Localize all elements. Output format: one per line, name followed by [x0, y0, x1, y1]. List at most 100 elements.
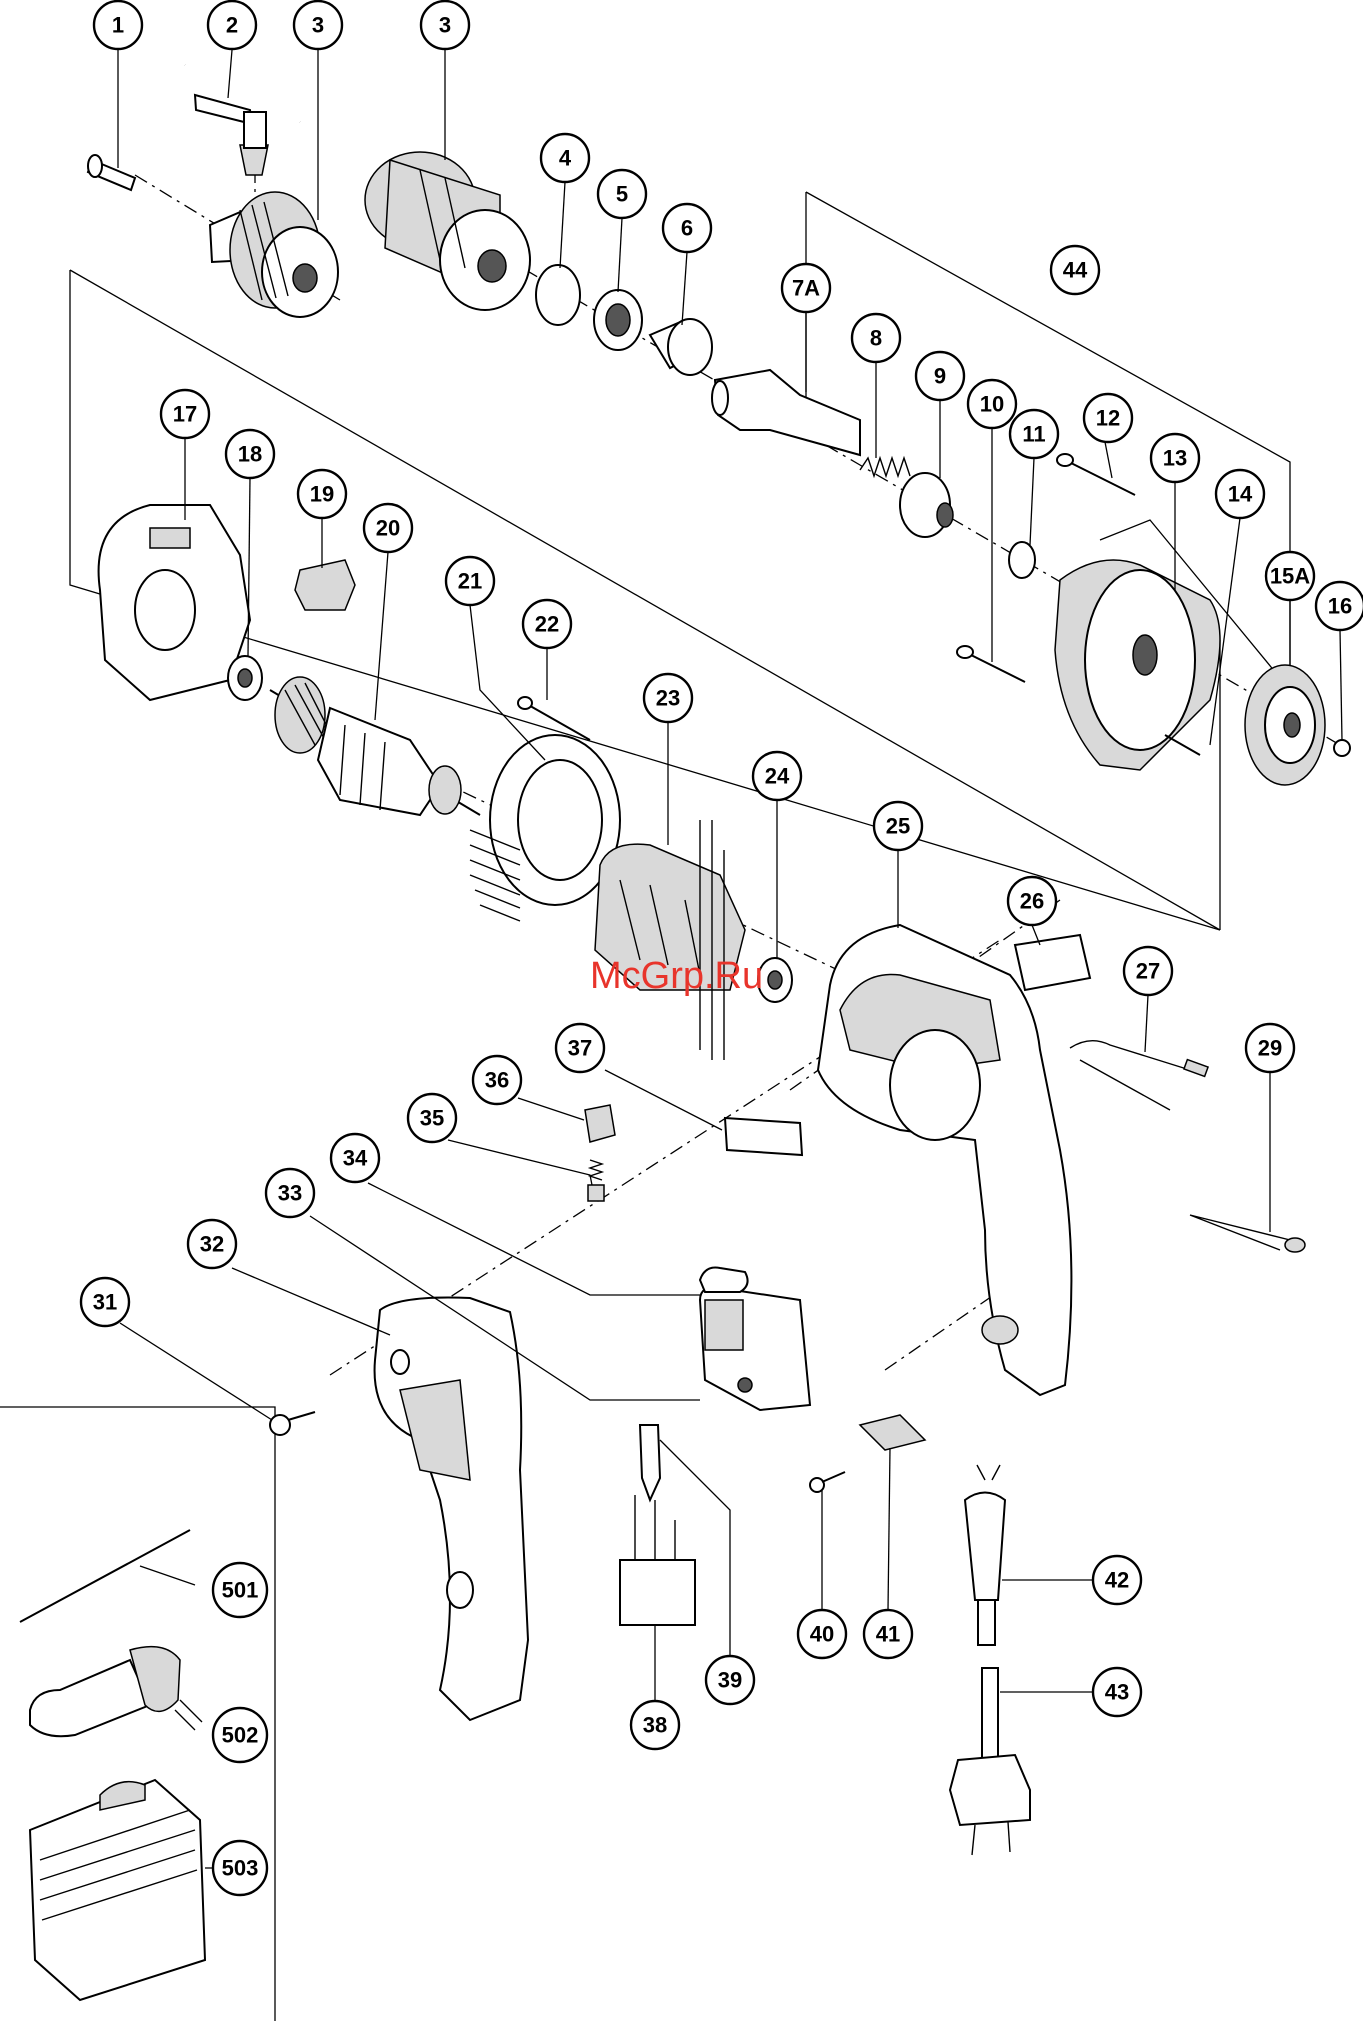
callout-35: 35 [408, 1094, 456, 1142]
svg-text:20: 20 [376, 516, 400, 541]
svg-text:35: 35 [420, 1106, 444, 1131]
svg-text:39: 39 [718, 1668, 742, 1693]
callout-8: 8 [852, 314, 900, 362]
keyed-chuck [210, 192, 338, 317]
spring [860, 458, 910, 476]
callout-29: 29 [1246, 1024, 1294, 1072]
armature-bearing [228, 656, 262, 700]
svg-text:14: 14 [1228, 482, 1253, 507]
seal-bearing [594, 290, 642, 350]
gear-cover [1055, 560, 1220, 770]
callout-503: 503 [213, 1841, 267, 1895]
chuck-key [185, 65, 300, 175]
internal-wire-27 [1070, 1041, 1208, 1110]
svg-text:9: 9 [934, 364, 946, 389]
callout-43: 43 [1093, 1668, 1141, 1716]
callout-26: 26 [1008, 877, 1056, 925]
ball-bearing [900, 473, 953, 537]
internal-wire-29 [1190, 1215, 1305, 1252]
callout-33: 33 [266, 1169, 314, 1217]
svg-text:19: 19 [310, 482, 334, 507]
callout-7A: 7A [782, 264, 830, 312]
stator [595, 820, 745, 1060]
svg-text:27: 27 [1136, 959, 1160, 984]
callout-21: 21 [446, 557, 494, 605]
callout-4: 4 [541, 134, 589, 182]
handle-cover [375, 1298, 528, 1721]
svg-text:40: 40 [810, 1622, 834, 1647]
svg-text:3: 3 [312, 13, 324, 38]
callout-23: 23 [644, 674, 692, 722]
callout-36: 36 [473, 1056, 521, 1104]
svg-text:4: 4 [559, 146, 572, 171]
carbon-brush [588, 1160, 604, 1201]
svg-text:36: 36 [485, 1068, 509, 1093]
svg-text:25: 25 [886, 814, 910, 839]
callout-16: 16 [1316, 582, 1363, 630]
callout-15A: 15A [1266, 552, 1314, 600]
callout-11: 11 [1010, 410, 1058, 458]
svg-text:18: 18 [238, 442, 262, 467]
cord-armor [965, 1465, 1005, 1645]
svg-text:501: 501 [222, 1578, 259, 1603]
cord-clip-screw [810, 1472, 845, 1492]
callout-13: 13 [1151, 434, 1199, 482]
callout-14: 14 [1216, 470, 1264, 518]
callout-10: 10 [968, 380, 1016, 428]
svg-text:2: 2 [226, 13, 238, 38]
callout-3b: 3 [421, 1, 469, 49]
callout-42: 42 [1093, 1556, 1141, 1604]
callout-6: 6 [663, 204, 711, 252]
terminal [640, 1425, 660, 1500]
switch [700, 1288, 810, 1411]
callout-3a: 3 [294, 1, 342, 49]
callout-31: 31 [81, 1278, 129, 1326]
fan-guide [470, 735, 620, 921]
pin [1165, 735, 1200, 755]
svg-text:1: 1 [112, 13, 124, 38]
brush-cap [585, 1105, 615, 1142]
snap-ring [1009, 542, 1035, 578]
callout-32: 32 [188, 1220, 236, 1268]
spindle [712, 370, 860, 455]
power-cord [950, 1668, 1030, 1855]
watermark-text: McGrp.Ru [590, 955, 763, 997]
depth-gauge-rod [20, 1530, 190, 1622]
svg-text:502: 502 [222, 1723, 259, 1748]
svg-text:7A: 7A [792, 276, 820, 301]
callout-24: 24 [753, 752, 801, 800]
callout-37: 37 [556, 1024, 604, 1072]
svg-text:29: 29 [1258, 1036, 1282, 1061]
housing [818, 925, 1071, 1395]
svg-text:6: 6 [681, 216, 693, 241]
callout-41: 41 [864, 1610, 912, 1658]
svg-text:31: 31 [93, 1290, 117, 1315]
callout-38: 38 [631, 1701, 679, 1749]
svg-text:21: 21 [458, 569, 482, 594]
svg-text:8: 8 [870, 326, 882, 351]
svg-text:24: 24 [765, 764, 790, 789]
svg-text:5: 5 [616, 182, 628, 207]
chuck-screw [88, 155, 135, 190]
baffle-plate [99, 505, 250, 700]
svg-text:13: 13 [1163, 446, 1187, 471]
steel-ball [1334, 740, 1350, 756]
svg-text:11: 11 [1022, 422, 1045, 447]
callout-18: 18 [226, 430, 274, 478]
svg-text:12: 12 [1096, 406, 1120, 431]
keyless-chuck [365, 152, 530, 310]
switch-pusher [700, 1268, 748, 1293]
callout-19: 19 [298, 470, 346, 518]
brush-holder-clip [295, 560, 355, 610]
callout-5: 5 [598, 170, 646, 218]
svg-text:34: 34 [343, 1146, 368, 1171]
retaining-ring [536, 265, 580, 325]
side-handle [30, 1647, 180, 1737]
callout-12: 12 [1084, 394, 1132, 442]
callout-44: 44 [1051, 246, 1099, 294]
svg-text:41: 41 [876, 1622, 900, 1647]
sleeve-ring [650, 319, 712, 375]
long-screw-top [1057, 454, 1135, 495]
callout-34: 34 [331, 1134, 379, 1182]
